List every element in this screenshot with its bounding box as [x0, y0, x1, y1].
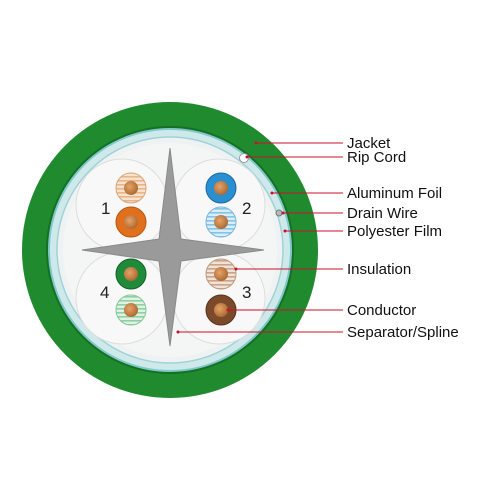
pair-4-solid-conductor [124, 267, 138, 281]
leader-insulation-dot [234, 267, 238, 271]
pair-1-number: 1 [101, 199, 110, 218]
leader-rip-cord-dot [245, 155, 249, 159]
pair-3-number: 3 [242, 283, 251, 302]
leader-aluminum-foil-dot [270, 191, 274, 195]
label-separator-spline: Separator/Spline [347, 324, 459, 341]
leader-jacket-dot [254, 141, 258, 145]
label-aluminum-foil: Aluminum Foil [347, 185, 442, 202]
pair-4-number: 4 [100, 283, 109, 302]
label-insulation: Insulation [347, 261, 411, 278]
label-rip-cord: Rip Cord [347, 149, 406, 166]
label-jacket: Jacket [347, 135, 391, 152]
label-conductor: Conductor [347, 302, 416, 319]
leader-lines [176, 141, 343, 334]
leader-separator-dot [176, 330, 180, 334]
drain-wire [275, 209, 283, 217]
separator-spline [81, 147, 265, 347]
pair-2-striped-conductor [214, 215, 228, 229]
leader-conductor-dot [226, 308, 230, 312]
leader-drain-wire-dot [281, 211, 285, 215]
pair-1-area [75, 158, 169, 252]
label-polyester-film: Polyester Film [347, 223, 442, 240]
pair-4: 4 [100, 258, 147, 326]
pair-1-striped-conductor [124, 181, 138, 195]
pair-2-solid-conductor [214, 181, 228, 195]
pair-3: 3 [205, 258, 251, 326]
pair-2-number: 2 [242, 199, 251, 218]
pair-2: 2 [205, 172, 251, 238]
pair-3-striped-conductor [214, 267, 228, 281]
label-drain-wire: Drain Wire [347, 205, 418, 222]
pair-3-solid-conductor [214, 303, 228, 317]
pair-1: 1 [101, 172, 147, 238]
leader-polyester-film-dot [283, 229, 287, 233]
pair-4-striped-conductor [124, 303, 138, 317]
pair-1-solid-conductor [124, 215, 138, 229]
